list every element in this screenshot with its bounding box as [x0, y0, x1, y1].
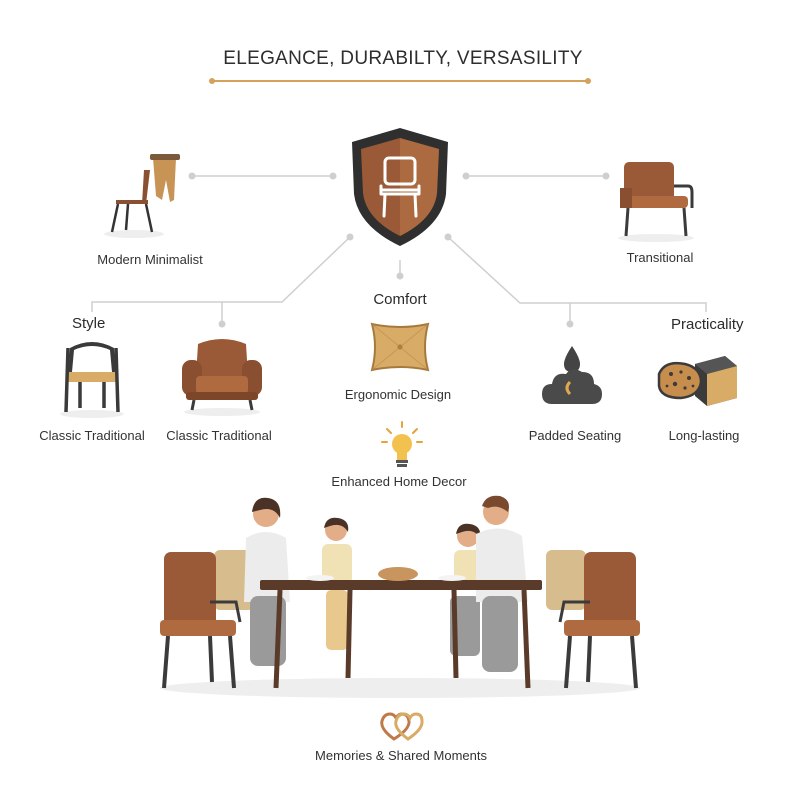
- label-classic-traditional-2: Classic Traditional: [166, 428, 272, 443]
- shield-chair-icon: [352, 128, 448, 246]
- hearts-icon: [380, 712, 424, 741]
- armchair-icon: [618, 162, 694, 242]
- bar-chair-icon: [104, 154, 180, 238]
- sponge-icon: [657, 356, 737, 406]
- classic-chair-icon: [60, 342, 124, 418]
- label-ergonomic-design: Ergonomic Design: [344, 387, 452, 402]
- label-classic-traditional-1: Classic Traditional: [39, 428, 145, 443]
- lightbulb-icon: [381, 421, 423, 467]
- family-dining-illustration: [160, 495, 640, 698]
- label-memories: Memories & Shared Moments: [315, 748, 487, 763]
- club-armchair-icon: [182, 339, 262, 416]
- label-enhanced-home-decor: Enhanced Home Decor: [331, 474, 467, 489]
- label-long-lasting: Long-lasting: [668, 428, 740, 443]
- page-title: ELEGANCE, DURABILTY, VERSASILITY: [223, 48, 583, 69]
- category-comfort: Comfort: [373, 291, 427, 308]
- drop-cloud-icon: [542, 346, 602, 404]
- cushion-icon: [370, 322, 430, 372]
- label-transitional: Transitional: [626, 250, 694, 265]
- category-style: Style: [72, 315, 106, 332]
- label-padded-seating: Padded Seating: [528, 428, 622, 443]
- category-practicality: Practicality: [671, 316, 744, 333]
- label-modern-minimalist: Modern Minimalist: [97, 252, 203, 267]
- title-underline: [209, 78, 591, 84]
